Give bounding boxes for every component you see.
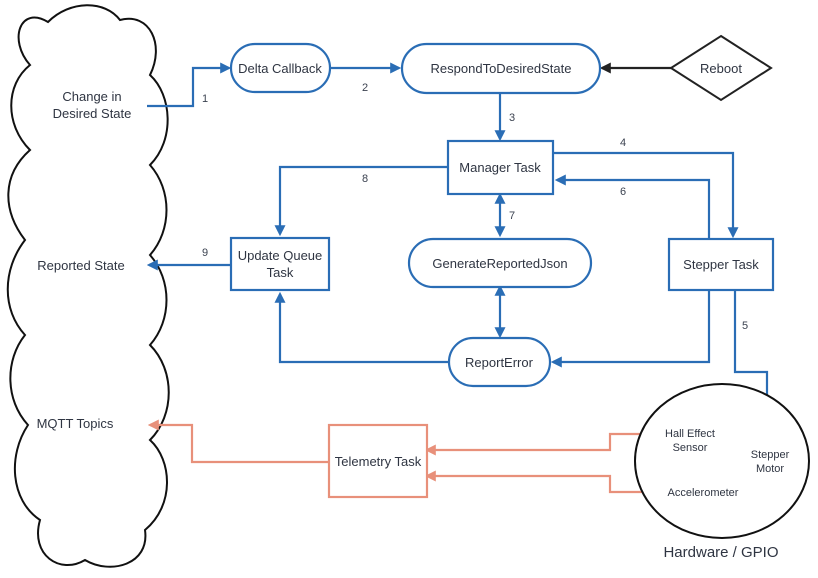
edge-label-7: 7	[509, 210, 515, 222]
mqtt-topics-label: MQTT Topics	[37, 416, 114, 431]
delta-callback-label: Delta Callback	[238, 61, 322, 76]
edge-label-2: 2	[362, 82, 368, 94]
delta-callback-node	[229, 42, 332, 94]
hardware-gpio-ellipse	[634, 383, 810, 539]
reboot-node	[669, 34, 773, 102]
cloud-shape	[6, 4, 170, 568]
manager-task-node	[446, 139, 555, 196]
edge-label-6: 6	[620, 186, 626, 198]
edge-reporterror-to-update-queue	[274, 291, 448, 364]
edge-manager-to-stepper	[553, 151, 739, 239]
edge-label-3: 3	[509, 112, 515, 124]
edge-accel-to-telemetry	[424, 470, 664, 494]
edge-label-5: 5	[742, 320, 748, 332]
reported-state-label: Reported State	[37, 258, 124, 273]
update-queue-label-line2: Task	[267, 265, 294, 280]
stepper-task-label: Stepper Task	[683, 257, 759, 272]
telemetry-task-label: Telemetry Task	[335, 454, 422, 469]
edge-manager-to-update-queue	[274, 165, 448, 237]
hall-effect-label-line1: Hall Effect	[665, 428, 715, 440]
edge-label-1: 1	[202, 93, 208, 105]
stepper-motor-label-line2: Motor	[756, 463, 784, 475]
report-error-label: ReportError	[465, 355, 534, 370]
respond-label: RespondToDesiredState	[431, 61, 572, 76]
update-queue-label-line1: Update Queue	[238, 248, 323, 263]
edge-change-to-delta	[147, 62, 232, 108]
edge-hall-to-telemetry	[424, 432, 660, 456]
hall-effect-label-line2: Sensor	[673, 442, 708, 454]
generate-json-node	[407, 237, 593, 289]
accelerometer-label: Accelerometer	[668, 487, 739, 499]
generate-json-label: GenerateReportedJson	[432, 256, 567, 271]
edge-label-8: 8	[362, 173, 368, 185]
edge-stepper-to-reporterror	[550, 290, 711, 368]
edge-telemetry-to-mqtt	[147, 419, 329, 464]
hardware-gpio-caption: Hardware / GPIO	[663, 544, 778, 561]
stepper-motor-label-line1: Stepper	[751, 449, 790, 461]
change-desired-state-line1: Change in	[62, 89, 121, 104]
manager-task-label: Manager Task	[459, 160, 541, 175]
report-error-node	[447, 336, 552, 388]
change-desired-state-line2: Desired State	[53, 106, 132, 121]
respond-node	[400, 42, 602, 95]
stepper-task-node	[667, 237, 775, 292]
edge-label-4: 4	[620, 137, 626, 149]
edge-label-9: 9	[202, 247, 208, 259]
update-queue-node	[229, 236, 331, 292]
edge-stepper-to-manager	[554, 174, 711, 240]
reboot-label: Reboot	[700, 61, 742, 76]
telemetry-task-node	[327, 423, 429, 499]
